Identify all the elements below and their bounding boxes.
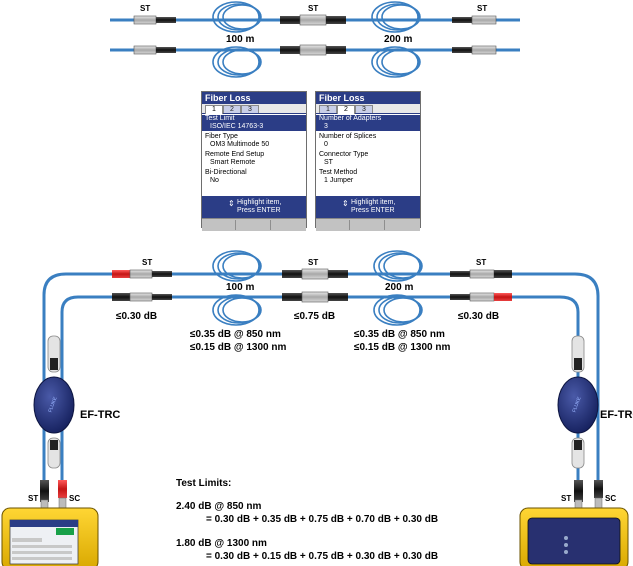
setting-test-method-value: 1 Jumper — [324, 177, 354, 184]
test-limits-heading: Test Limits: — [176, 478, 232, 489]
right-port-st-label: ST — [561, 494, 572, 503]
right-trc: FLUKE — [557, 335, 599, 469]
spool-100m-upper — [212, 1, 262, 33]
test-limit-1300: 1.80 dB @ 1300 nm — [176, 538, 267, 549]
loss-spool-left-1300: ≤0.15 dB @ 1300 nm — [190, 342, 287, 353]
test-limit-1300-equation: = 0.30 dB + 0.15 dB + 0.75 dB + 0.30 dB … — [206, 551, 439, 562]
screen-title: Fiber Loss — [316, 92, 420, 104]
top-length-100m: 100 m — [226, 34, 255, 45]
up-down-arrow-icon: ⇕ — [342, 199, 349, 208]
svg-text:FLUKE: FLUKE — [47, 395, 58, 413]
spool-100m-lower — [212, 46, 262, 78]
setting-splices-label[interactable]: Number of Splices — [319, 133, 377, 140]
fiber-loss-screen-tab2: Fiber Loss 1 2 3 Number of Adapters 3 Nu… — [315, 91, 421, 231]
setting-adapters-value[interactable]: 3 — [316, 123, 420, 131]
loss-spool-right-850: ≤0.35 dB @ 850 nm — [354, 329, 445, 340]
hint-text: Highlight item,Press ENTER — [351, 199, 396, 214]
left-port-boots — [40, 480, 67, 509]
top-connectors — [133, 14, 497, 56]
up-down-arrow-icon: ⇕ — [228, 199, 235, 208]
softkey-bar — [202, 218, 306, 231]
loss-left-end: ≤0.30 dB — [116, 311, 158, 322]
setting-splices-value: 0 — [324, 141, 328, 148]
softkey-1[interactable] — [316, 220, 350, 230]
bottom-length-200m: 200 m — [385, 282, 414, 293]
softkey-bar — [316, 218, 420, 231]
spool-100m-bottom-lower — [212, 294, 262, 326]
bottom-connectors-lower — [112, 291, 512, 303]
screen-tab-bar: 1 2 3 — [316, 104, 420, 114]
screen-hint: ⇕ Highlight item,Press ENTER — [202, 196, 306, 218]
left-tester-device — [1, 507, 99, 566]
top-st-right-label: ST — [477, 4, 488, 13]
tab-1[interactable]: 1 — [205, 105, 223, 114]
left-port-st-label: ST — [28, 494, 39, 503]
top-st-left-label: ST — [140, 4, 151, 13]
svg-text:FLUKE: FLUKE — [571, 395, 582, 413]
spool-100m-bottom-upper — [212, 250, 262, 282]
loss-right-end: ≤0.30 dB — [458, 311, 500, 322]
tab-3[interactable]: 3 — [241, 105, 259, 113]
spool-200m-bottom-lower — [373, 294, 423, 326]
top-st-mid-label: ST — [308, 4, 319, 13]
setting-connector-type-value: ST — [324, 159, 333, 166]
left-port-sc-label: SC — [69, 494, 81, 503]
settings-list: Test Limit ISO/IEC 14763-3 Fiber Type OM… — [202, 114, 306, 196]
screen-hint: ⇕ Highlight item,Press ENTER — [316, 196, 420, 218]
setting-test-limit-value[interactable]: ISO/IEC 14763-3 — [202, 123, 306, 131]
tab-2[interactable]: 2 — [223, 105, 241, 113]
settings-list: Number of Adapters 3 Number of Splices 0… — [316, 114, 420, 196]
top-length-200m: 200 m — [384, 34, 413, 45]
tab-3[interactable]: 3 — [355, 105, 373, 113]
loss-spool-left-850: ≤0.35 dB @ 850 nm — [190, 329, 281, 340]
screen-title: Fiber Loss — [202, 92, 306, 104]
screen-tab-bar: 1 2 3 — [202, 104, 306, 114]
bottom-st-left-label: ST — [142, 258, 153, 267]
trc-left-label: EF-TRC — [80, 409, 121, 421]
test-limit-850: 2.40 dB @ 850 nm — [176, 501, 262, 512]
hint-text: Highlight item,Press ENTER — [237, 199, 282, 214]
loss-middle: ≤0.75 dB — [294, 311, 336, 322]
setting-bidirectional-label[interactable]: Bi-Directional — [205, 169, 247, 176]
softkey-2[interactable] — [351, 220, 385, 230]
left-trc: FLUKE — [33, 335, 75, 469]
loss-spool-right-1300: ≤0.15 dB @ 1300 nm — [354, 342, 451, 353]
setting-test-method-label[interactable]: Test Method — [319, 169, 358, 176]
spool-200m-upper — [371, 1, 421, 33]
setting-bidirectional-value: No — [210, 177, 219, 184]
spool-200m-bottom-upper — [373, 250, 423, 282]
setting-adapters-label[interactable]: Number of Adapters — [316, 115, 420, 123]
bottom-st-right-label: ST — [476, 258, 487, 267]
setting-remote-end-value: Smart Remote — [210, 159, 256, 166]
right-remote-device — [519, 507, 629, 566]
setting-fiber-type-label[interactable]: Fiber Type — [205, 133, 238, 140]
setting-test-limit-label[interactable]: Test Limit — [202, 115, 306, 123]
tab-2[interactable]: 2 — [337, 105, 355, 114]
right-port-boots — [574, 480, 603, 509]
spool-200m-lower — [371, 46, 421, 78]
setting-remote-end-label[interactable]: Remote End Setup — [205, 151, 265, 158]
cable-lower-path — [60, 295, 580, 480]
trc-right-label: EF-TRC — [600, 409, 633, 421]
tab-1[interactable]: 1 — [319, 105, 337, 113]
fiber-loss-screen-tab1: Fiber Loss 1 2 3 Test Limit ISO/IEC 1476… — [201, 91, 307, 231]
softkey-3[interactable] — [386, 220, 419, 230]
cable-upper-path — [42, 272, 600, 480]
softkey-3[interactable] — [272, 220, 305, 230]
right-port-sc-label: SC — [605, 494, 617, 503]
setting-connector-type-label[interactable]: Connector Type — [319, 151, 369, 158]
softkey-2[interactable] — [237, 220, 271, 230]
setting-fiber-type-value: OM3 Multimode 50 — [210, 141, 270, 148]
softkey-1[interactable] — [202, 220, 236, 230]
bottom-connectors-upper — [112, 268, 512, 280]
test-limit-850-equation: = 0.30 dB + 0.35 dB + 0.75 dB + 0.70 dB … — [206, 514, 439, 525]
bottom-st-mid-label: ST — [308, 258, 319, 267]
bottom-length-100m: 100 m — [226, 282, 255, 293]
